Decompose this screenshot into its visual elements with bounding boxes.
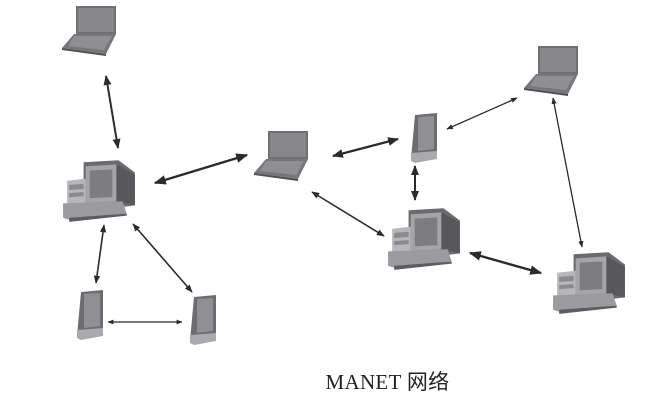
- laptop-icon: [62, 6, 116, 56]
- link-desktop-center-to-desktop-right: [468, 251, 543, 275]
- desktop-icon: [553, 252, 625, 314]
- laptop-icon: [524, 46, 578, 96]
- connection-links: [93, 75, 584, 325]
- caption-text: MANET 网络: [325, 370, 450, 394]
- network-nodes: [62, 6, 625, 345]
- diagram-caption: MANET 网络: [0, 366, 655, 396]
- link-desktop-left-to-pda-bottom-left: [93, 224, 107, 284]
- laptop-icon: [254, 131, 308, 181]
- pda-icon: [190, 295, 216, 345]
- link-desktop-left-to-pda-bottom-mid: [132, 223, 193, 293]
- link-laptop-top-right-to-desktop-right: [551, 97, 584, 248]
- desktop-icon: [63, 160, 135, 222]
- link-desktop-left-to-laptop-center: [153, 153, 249, 185]
- link-laptop-center-to-pda-center: [331, 137, 400, 158]
- desktop-icon: [388, 208, 460, 270]
- link-laptop-top-left-to-desktop-left: [103, 75, 121, 149]
- link-laptop-center-to-desktop-center: [311, 191, 385, 237]
- pda-icon: [77, 290, 103, 340]
- pda-icon: [411, 113, 437, 163]
- link-pda-center-to-laptop-top-right: [446, 97, 518, 130]
